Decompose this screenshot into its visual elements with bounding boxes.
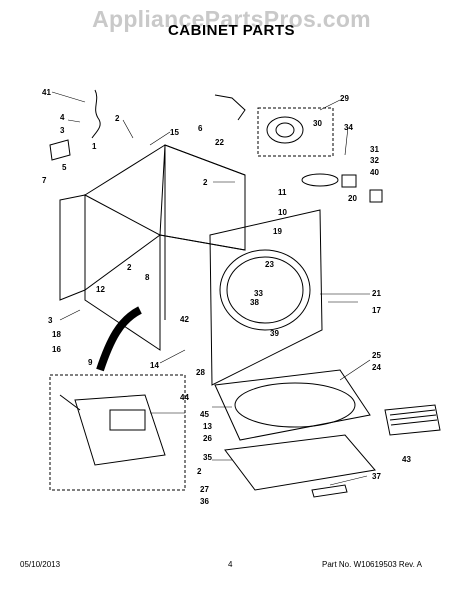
callout-23: 23 xyxy=(265,260,274,269)
callout-31: 31 xyxy=(370,145,379,154)
callout-33: 33 xyxy=(254,289,263,298)
callout-10: 10 xyxy=(278,208,287,217)
callout-43: 43 xyxy=(402,455,411,464)
callout-2c: 2 xyxy=(127,263,132,272)
callout-18: 18 xyxy=(52,330,61,339)
heater-assembly xyxy=(59,394,166,466)
callout-29: 29 xyxy=(340,94,349,103)
callout-16: 16 xyxy=(52,345,61,354)
callout-11: 11 xyxy=(278,188,287,197)
vent-panel xyxy=(384,404,441,436)
callout-42: 42 xyxy=(180,315,189,324)
footer-part-number: Part No. W10619503 Rev. A xyxy=(322,560,422,569)
callout-39: 39 xyxy=(270,329,279,338)
callout-24: 24 xyxy=(372,363,381,372)
callout-3b: 3 xyxy=(48,316,53,325)
cabinet-shell xyxy=(59,144,246,351)
callout-30: 30 xyxy=(313,119,322,128)
callout-26: 26 xyxy=(203,434,212,443)
callout-1: 1 xyxy=(92,142,97,151)
page-title: CABINET PARTS xyxy=(167,22,296,39)
callout-14: 14 xyxy=(150,361,159,370)
leader-lines xyxy=(51,91,371,486)
drive-belt xyxy=(301,173,339,187)
callout-19: 19 xyxy=(273,227,282,236)
watermark: AppliancePartsPros.com xyxy=(92,6,371,32)
callout-32: 32 xyxy=(370,156,379,165)
callout-21: 21 xyxy=(372,289,381,298)
heater-inset-box xyxy=(49,374,186,491)
callout-2b: 2 xyxy=(203,178,208,187)
callout-22: 22 xyxy=(215,138,224,147)
callout-34: 34 xyxy=(344,123,353,132)
cabinet-base xyxy=(224,434,376,491)
front-panel xyxy=(209,209,323,386)
callout-35: 35 xyxy=(203,453,212,462)
wire-harness xyxy=(214,94,246,121)
callout-2: 2 xyxy=(115,114,120,123)
callout-15: 15 xyxy=(170,128,179,137)
callout-13: 13 xyxy=(203,422,212,431)
thermostat-40 xyxy=(369,189,383,203)
footer-page: 4 xyxy=(228,560,233,569)
motor xyxy=(266,116,304,144)
callout-37: 37 xyxy=(372,472,381,481)
power-cord xyxy=(91,89,101,139)
footer-date: 05/10/2013 xyxy=(20,560,61,569)
drum-bulkhead xyxy=(214,369,371,441)
callout-3: 3 xyxy=(60,126,65,135)
callout-12: 12 xyxy=(96,285,105,294)
left-bracket xyxy=(49,139,71,161)
motor-inset-box xyxy=(257,107,334,157)
callout-38: 38 xyxy=(250,298,259,307)
callout-36: 36 xyxy=(200,497,209,506)
callout-5: 5 xyxy=(62,163,67,172)
callout-8: 8 xyxy=(145,273,150,282)
callout-44: 44 xyxy=(180,393,189,402)
callout-20: 20 xyxy=(348,194,357,203)
callout-40: 40 xyxy=(370,168,379,177)
callout-7: 7 xyxy=(42,176,47,185)
callout-45: 45 xyxy=(200,410,209,419)
switch-31 xyxy=(341,174,357,188)
callout-25: 25 xyxy=(372,351,381,360)
callout-4: 4 xyxy=(60,113,65,122)
callout-6: 6 xyxy=(198,124,203,133)
callout-27: 27 xyxy=(200,485,209,494)
callout-2d: 2 xyxy=(197,467,202,476)
toe-panel-strip xyxy=(311,484,348,498)
callout-28: 28 xyxy=(196,368,205,377)
callout-9: 9 xyxy=(88,358,93,367)
callout-41: 41 xyxy=(42,88,51,97)
exhaust-duct xyxy=(96,306,142,372)
callout-17: 17 xyxy=(372,306,381,315)
